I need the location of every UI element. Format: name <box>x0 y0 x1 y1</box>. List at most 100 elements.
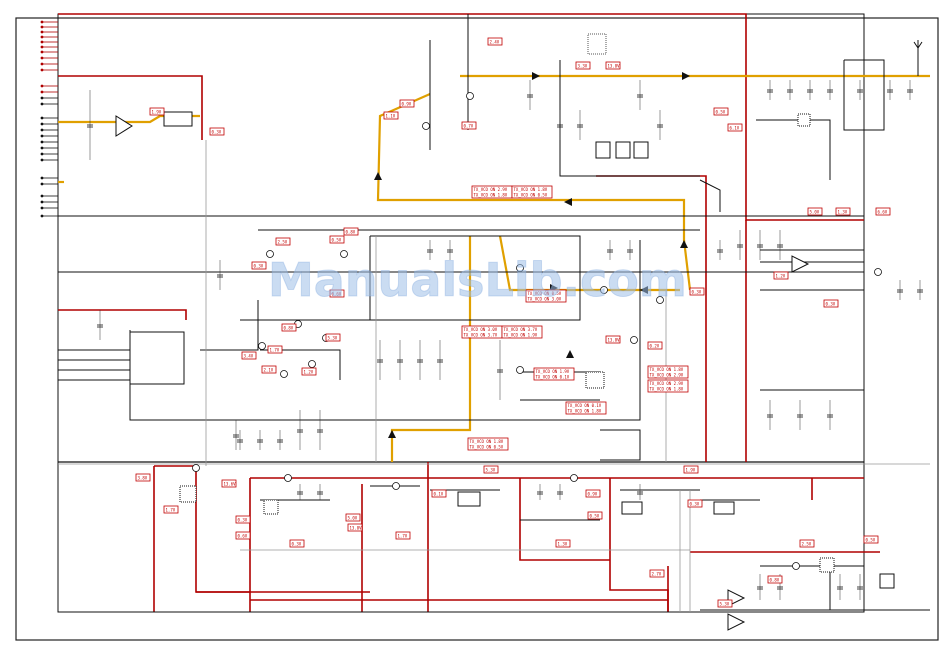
transistor-icon <box>192 464 200 472</box>
connector-icon <box>40 90 44 94</box>
voltage-box <box>461 121 477 130</box>
voltage-label: 0.3V <box>238 517 248 522</box>
voltage-box <box>605 61 621 70</box>
connector-icon <box>40 158 44 162</box>
voltage-box <box>483 465 499 474</box>
voltage-box <box>649 569 665 578</box>
voltage-label: 1.1V <box>386 113 396 118</box>
connector-icon <box>40 35 44 39</box>
tx-vco-label: TX_VCO ON 1.8V <box>470 439 504 444</box>
voltage-box <box>687 499 703 508</box>
tx-vco-label: TX_VCO ON 3.7V <box>504 327 538 332</box>
tx-vco-label: TX_VCO ON 0.1V <box>568 403 602 408</box>
connector-icon <box>40 152 44 156</box>
voltage-label: 0.5V <box>866 537 876 542</box>
voltage-label: 2.5V <box>802 541 812 546</box>
voltage-label: 2.7V <box>652 571 662 576</box>
voltage-label: 6.6V <box>878 209 888 214</box>
voltage-box <box>209 127 225 136</box>
transistor-icon <box>284 474 292 482</box>
tx-vco-label: TX_VCO ON 1.9V <box>504 333 538 338</box>
voltage-label: 5.3V <box>486 467 496 472</box>
watermark: ManualsLib.com <box>268 253 687 307</box>
transistor-icon <box>258 342 266 350</box>
voltage-label: 1.2V <box>776 273 786 278</box>
voltage-box <box>875 207 891 216</box>
voltage-label: 5.0V <box>348 515 358 520</box>
voltage-box <box>713 107 729 116</box>
voltage-label: 0.1V <box>434 491 444 496</box>
transistor-icon <box>266 250 274 258</box>
voltage-label: 2.5V <box>278 239 288 244</box>
voltage-box <box>487 37 503 46</box>
connector-pins-top <box>40 20 58 218</box>
voltage-box <box>585 489 601 498</box>
tx-vco-label: TX_VCO ON 2.9V <box>650 381 684 386</box>
tx-vco-label: TX_VCO ON 2.9V <box>650 373 684 378</box>
voltage-label: 0.3V <box>292 541 302 546</box>
voltage-label: 5.3V <box>720 601 730 606</box>
transistor-icon <box>392 482 400 490</box>
voltage-label: 1.7V <box>398 533 408 538</box>
voltage-label: 0.3V <box>212 129 222 134</box>
voltage-label: 1.3V <box>838 209 848 214</box>
voltage-box <box>251 261 267 270</box>
voltage-label: 3.3V <box>578 63 588 68</box>
connector-icon <box>40 200 44 204</box>
connector-icon <box>40 194 44 198</box>
transistor-icon <box>466 92 474 100</box>
transistor-icon <box>308 360 316 368</box>
secondary-lines <box>58 140 930 612</box>
voltage-label: 0.8V <box>284 325 294 330</box>
transistor-icon <box>516 366 524 374</box>
voltage-box <box>689 287 705 296</box>
voltage-label: 0.2V <box>650 343 660 348</box>
connector-icon <box>40 68 44 72</box>
voltage-box <box>301 367 317 376</box>
connector-icon <box>40 176 44 180</box>
tx-vco-label: TX_VCO ON 0.1V <box>536 375 570 380</box>
voltage-box <box>431 489 447 498</box>
connector-icon <box>40 30 44 34</box>
voltage-box <box>683 465 699 474</box>
voltage-box <box>399 99 415 108</box>
voltage-box <box>241 351 257 360</box>
voltage-label: 0.5V <box>332 237 342 242</box>
voltage-box <box>267 345 283 354</box>
voltage-label: 1.7V <box>166 507 176 512</box>
voltage-box <box>823 299 839 308</box>
tx-vco-box <box>647 365 689 379</box>
connector-icon <box>40 116 44 120</box>
voltage-label: 0.3V <box>826 301 836 306</box>
voltage-label: 5.0V <box>810 209 820 214</box>
tx-vco-box <box>647 379 689 393</box>
voltage-label: 13.6V <box>224 481 237 486</box>
voltage-box <box>275 237 291 246</box>
tx-vco-box <box>467 437 509 451</box>
voltage-box <box>235 531 251 540</box>
voltage-box <box>149 107 165 116</box>
voltage-label: 0.3V <box>690 501 700 506</box>
voltage-box <box>727 123 743 132</box>
ic-blocks <box>129 33 895 589</box>
connector-icon <box>40 182 44 186</box>
tx-vco-label: TX_VCO ON 1.9V <box>536 369 570 374</box>
tx-vco-label: TX_VCO ON 1.8V <box>650 387 684 392</box>
voltage-box <box>329 289 345 298</box>
connector-icon <box>40 140 44 144</box>
transistor-icon <box>516 264 524 272</box>
voltage-box <box>329 235 345 244</box>
voltage-box <box>605 335 621 344</box>
antenna-icon <box>913 40 923 76</box>
connector-icon <box>40 122 44 126</box>
voltage-box <box>281 323 297 332</box>
tx-vco-box <box>565 401 607 415</box>
voltage-box <box>717 599 733 608</box>
tx-vco-box <box>525 289 567 303</box>
power-rails-upper <box>58 13 864 462</box>
transistor-icon <box>792 562 800 570</box>
voltage-box <box>799 539 815 548</box>
voltage-label: 0.8V <box>346 229 356 234</box>
